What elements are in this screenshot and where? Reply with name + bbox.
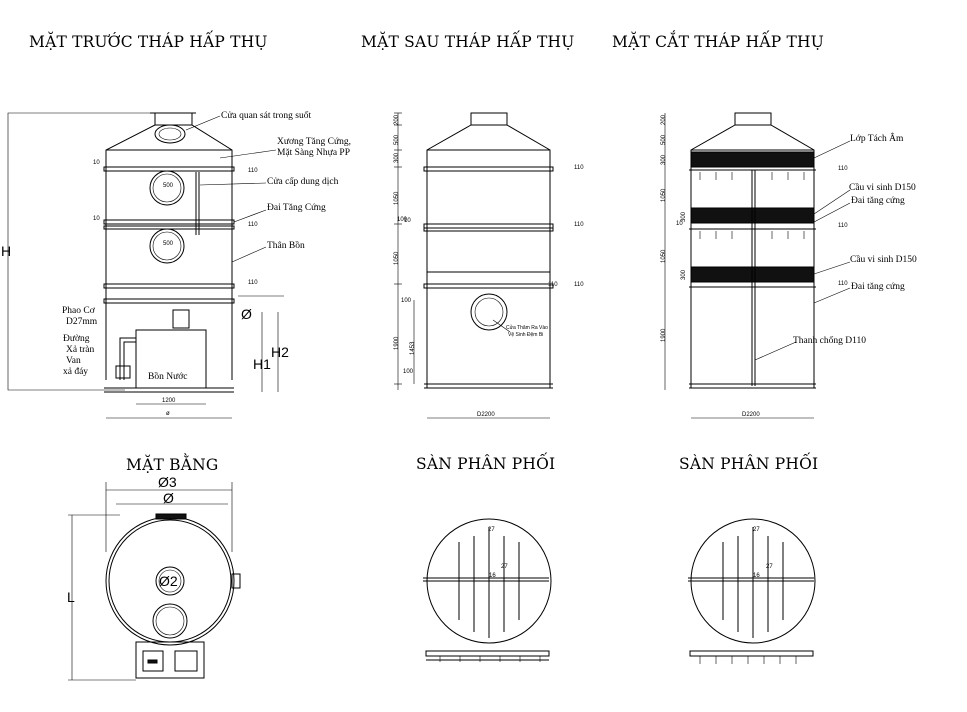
back-dim-10: 10 bbox=[404, 218, 411, 224]
feed-door-label: Cửa cấp dung dịch bbox=[267, 177, 339, 187]
back-dim-100b: 100 bbox=[401, 298, 412, 304]
flange-dim-110c: 110 bbox=[248, 168, 258, 174]
flange-dim-10a: 10 bbox=[93, 160, 100, 166]
access-door-label-2: Vệ Sinh Đệm Bi bbox=[508, 332, 544, 338]
back-dim-100a: 100 bbox=[397, 217, 408, 223]
back-dim-100c: 100 bbox=[403, 369, 414, 375]
porthole-dim-2: 500 bbox=[163, 241, 174, 247]
reinforcement-band-label: Đai Tăng Cứng bbox=[267, 203, 326, 213]
height-H1-dim: H1 bbox=[253, 356, 271, 372]
section-width-dim: D2200 bbox=[742, 412, 760, 418]
plan-phi3-dim: Ø3 bbox=[158, 474, 177, 490]
section-dim-110b: 110 bbox=[838, 223, 848, 229]
observation-window-label: Cửa quan sát trong suốt bbox=[221, 111, 312, 121]
flange-dim-110a: 110 bbox=[248, 222, 258, 228]
float-label-2: D27mm bbox=[66, 317, 98, 327]
water-tank-label: Bồn Nước bbox=[148, 372, 188, 382]
dist1-dim-27a: 27 bbox=[488, 527, 495, 533]
back-dim-110d: 110 bbox=[548, 282, 558, 288]
pipe-label-4: xả đáy bbox=[63, 367, 89, 377]
plan-L-dim: L bbox=[67, 589, 75, 605]
tank-width-dim: 1200 bbox=[162, 398, 176, 404]
plan-view-title: MẶT BẰNG bbox=[126, 456, 219, 474]
separation-layer-label: Lớp Tách Âm bbox=[850, 134, 904, 144]
section-dim-10: 10 bbox=[676, 221, 683, 227]
dist2-dim-16: 16 bbox=[753, 573, 760, 579]
bio-ball-label-1: Cầu vi sinh D150 bbox=[849, 183, 916, 193]
flange-dim-10b: 10 bbox=[93, 216, 100, 222]
tower-width-dim: ø bbox=[166, 411, 170, 417]
bio-ball-label-2: Cầu vi sinh D150 bbox=[850, 255, 917, 265]
rib-label-2: Mặt Sàng Nhựa PP bbox=[277, 148, 350, 158]
height-H2-dim: H2 bbox=[271, 344, 289, 360]
band-label-2: Đai tăng cứng bbox=[851, 282, 905, 292]
back-dim-110a: 110 bbox=[574, 165, 584, 171]
plan-phi-dim: Ø bbox=[163, 490, 174, 506]
front-view-title: MẶT TRƯỚC THÁP HẤP THỤ bbox=[29, 33, 268, 51]
distribution-floor-title-2: SÀN PHÂN PHỐI bbox=[679, 455, 819, 473]
dist1-dim-16: 16 bbox=[489, 573, 496, 579]
back-view-title: MẶT SAU THÁP HẤP THỤ bbox=[361, 33, 575, 51]
dist1-dim-27b: 27 bbox=[501, 564, 508, 570]
support-rod-label: Thanh chống D110 bbox=[793, 336, 866, 346]
back-dim-110c: 110 bbox=[574, 282, 584, 288]
back-width-dim: D2200 bbox=[477, 412, 495, 418]
access-door-label-1: Cửa Thăm Ra Vào bbox=[506, 325, 548, 331]
float-label-1: Phao Cơ bbox=[62, 306, 95, 316]
flange-dim-110b: 110 bbox=[248, 280, 258, 286]
section-view-title: MẶT CẮT THÁP HẤP THỤ bbox=[612, 33, 825, 51]
pipe-label-3: Van bbox=[66, 356, 81, 366]
back-dim-110b: 110 bbox=[574, 222, 584, 228]
band-label-1: Đai tăng cứng bbox=[851, 196, 905, 206]
rib-label-1: Xương Tăng Cứng, bbox=[277, 137, 351, 147]
distribution-floor-title-1: SÀN PHÂN PHỐI bbox=[416, 455, 556, 473]
tank-body-label: Thân Bồn bbox=[267, 241, 305, 251]
pipe-label-2: Xả tràn bbox=[66, 345, 95, 355]
porthole-dim-1: 500 bbox=[163, 183, 174, 189]
plan-phi2-dim: Ø2 bbox=[159, 573, 178, 589]
pipe-diameter-dim: Ø bbox=[241, 306, 252, 322]
dist2-dim-27a: 27 bbox=[753, 527, 760, 533]
dist2-dim-27b: 27 bbox=[766, 564, 773, 570]
section-dim-110a: 110 bbox=[838, 166, 848, 172]
section-dim-110c: 110 bbox=[838, 281, 848, 287]
pipe-label-1: Đường bbox=[63, 334, 90, 344]
height-H-dim: H bbox=[1, 243, 12, 259]
